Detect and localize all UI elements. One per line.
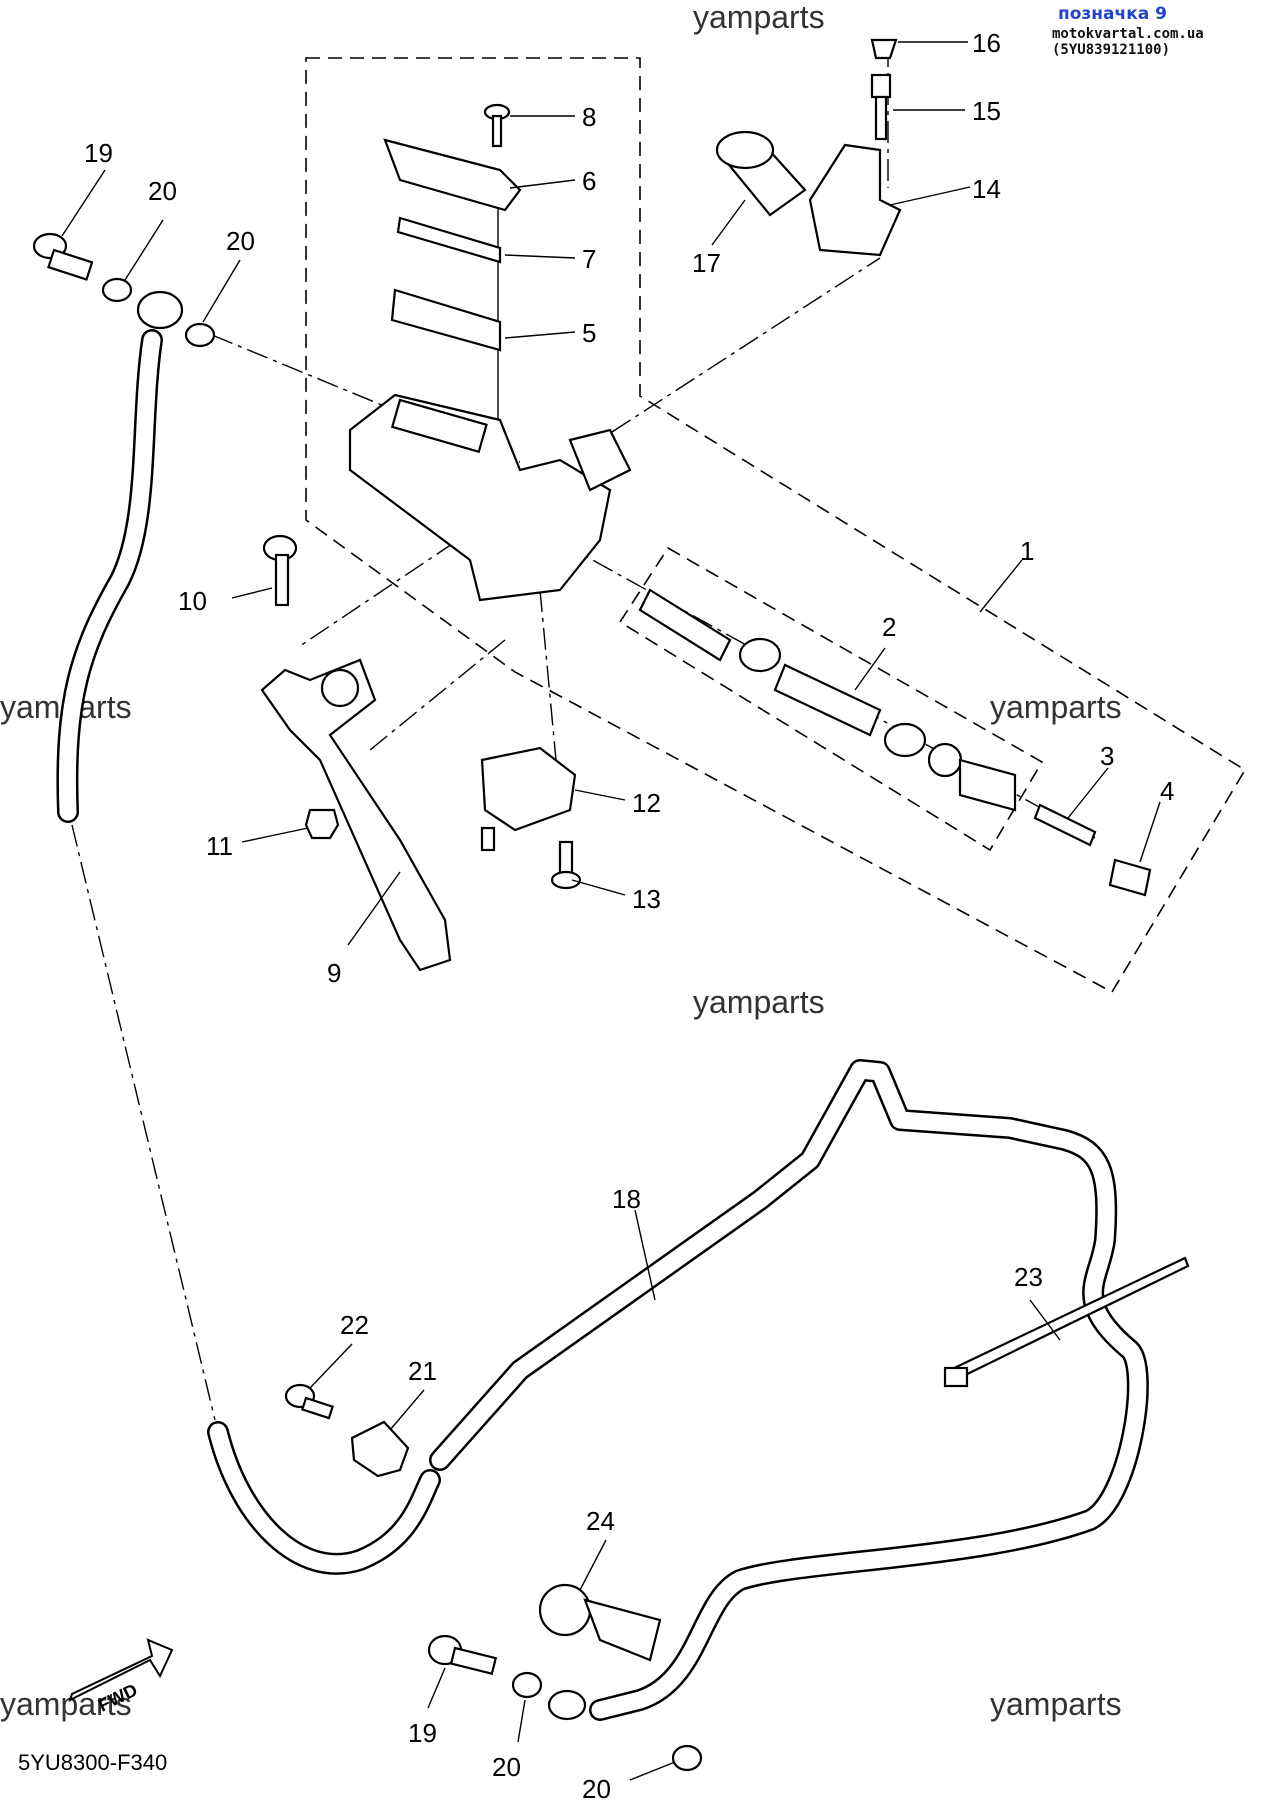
callout-4: 4 xyxy=(1160,776,1174,806)
watermark-middle: yamparts xyxy=(693,984,825,1020)
axis-line-pivot xyxy=(299,541,456,647)
callout-12: 12 xyxy=(632,788,661,818)
callout-23: 23 xyxy=(1014,1262,1043,1292)
watermarks: yamparts yamparts yamparts yamparts yamp… xyxy=(0,0,1122,1722)
push-rod xyxy=(1033,803,1097,847)
piston-cup-2 xyxy=(883,722,927,758)
circlip xyxy=(927,742,963,778)
assembly-outlines xyxy=(305,57,1247,994)
callout-6: 6 xyxy=(582,166,596,196)
watermark-top: yamparts xyxy=(693,0,825,35)
holder-bolt xyxy=(870,73,892,141)
callout-leaders xyxy=(61,41,1161,1781)
piston-boot xyxy=(958,758,1017,812)
callout-24: 24 xyxy=(586,1506,615,1536)
cable-tie-head xyxy=(943,1366,969,1388)
master-cylinder-holder xyxy=(808,143,902,257)
hoses xyxy=(56,329,1149,1721)
callouts: 1 2 3 4 5 6 7 8 9 10 11 12 13 14 15 16 1… xyxy=(84,28,1174,1804)
callout-19-top: 19 xyxy=(84,138,113,168)
callout-15: 15 xyxy=(972,96,1001,126)
hose-banjo-fitting xyxy=(136,290,184,330)
push-rod-cap xyxy=(1108,858,1152,897)
callout-20-top-1: 20 xyxy=(148,176,177,206)
callout-9: 9 xyxy=(327,958,341,988)
callout-22: 22 xyxy=(340,1310,369,1340)
piston-cup-1 xyxy=(738,637,782,673)
parts xyxy=(32,38,1190,1772)
callout-10: 10 xyxy=(178,586,207,616)
callout-21: 21 xyxy=(408,1356,437,1386)
watermark-bottom-left: yamparts xyxy=(0,1686,132,1722)
cable-tie xyxy=(948,1256,1190,1382)
diagram-reference: motokvartal.com.ua (5YU839121100) xyxy=(1052,26,1204,58)
diagram-code: 5YU8300-F340 xyxy=(18,1750,168,1775)
callout-8: 8 xyxy=(582,102,596,132)
callout-7: 7 xyxy=(582,244,596,274)
axis-line-holder xyxy=(611,257,881,433)
banjo-bolt-bottom xyxy=(427,1634,498,1676)
callout-20-top-2: 20 xyxy=(226,226,255,256)
callout-17: 17 xyxy=(692,248,721,278)
piston-kit-outline xyxy=(618,546,1044,852)
callout-5: 5 xyxy=(582,318,596,348)
callout-1: 1 xyxy=(1020,536,1034,566)
callout-18: 18 xyxy=(612,1184,641,1214)
cap-screw xyxy=(483,103,511,148)
pipe-banjo-fitting xyxy=(547,1689,587,1721)
lever-nut xyxy=(304,808,340,840)
switch-terminal xyxy=(480,826,496,852)
hose-clamp xyxy=(350,1420,410,1478)
washer-bottom-2 xyxy=(671,1744,703,1772)
callout-14: 14 xyxy=(972,174,1001,204)
bolt-cap xyxy=(870,38,898,60)
callout-13: 13 xyxy=(632,884,661,914)
callout-16: 16 xyxy=(972,28,1001,58)
holder-mount xyxy=(568,428,632,492)
watermark-right: yamparts xyxy=(990,689,1122,725)
axis-line-switch xyxy=(539,589,557,761)
diaphragm-plate xyxy=(396,216,502,264)
axis-line-hose xyxy=(71,824,216,1421)
callout-2: 2 xyxy=(882,612,896,642)
piston-spring xyxy=(638,588,732,662)
cover-bushing xyxy=(715,130,807,217)
diagram-tag: позначка 9 xyxy=(1058,4,1167,24)
callout-20-bottom-1: 20 xyxy=(492,1752,521,1782)
pipe-holder xyxy=(538,1583,662,1662)
clutch-switch xyxy=(480,746,577,832)
washer-top-2 xyxy=(184,322,216,348)
lever-pivot-bolt xyxy=(262,534,298,607)
diaphragm xyxy=(390,288,502,352)
clamp-bolt xyxy=(284,1383,335,1420)
banjo-bolt-top xyxy=(32,232,94,281)
callout-20-bottom-2: 20 xyxy=(582,1774,611,1800)
lever-adjuster-knob xyxy=(320,668,360,708)
callout-3: 3 xyxy=(1100,741,1114,771)
switch-screw xyxy=(550,840,582,890)
washer-bottom-1 xyxy=(511,1671,543,1699)
reservoir-opening xyxy=(390,398,488,454)
washer-top-1 xyxy=(101,277,133,303)
piston xyxy=(773,663,882,737)
master-cylinder-assembly-outline xyxy=(305,57,1247,994)
callout-19-bottom: 19 xyxy=(408,1718,437,1748)
fwd-arrow-icon xyxy=(68,1638,174,1702)
master-cylinder-body xyxy=(348,393,612,602)
axis-line-lever xyxy=(369,639,506,751)
reservoir-cover xyxy=(383,138,522,212)
watermark-bottom-right: yamparts xyxy=(990,1686,1122,1722)
callout-11: 11 xyxy=(206,831,233,861)
clutch-lever xyxy=(260,658,452,972)
